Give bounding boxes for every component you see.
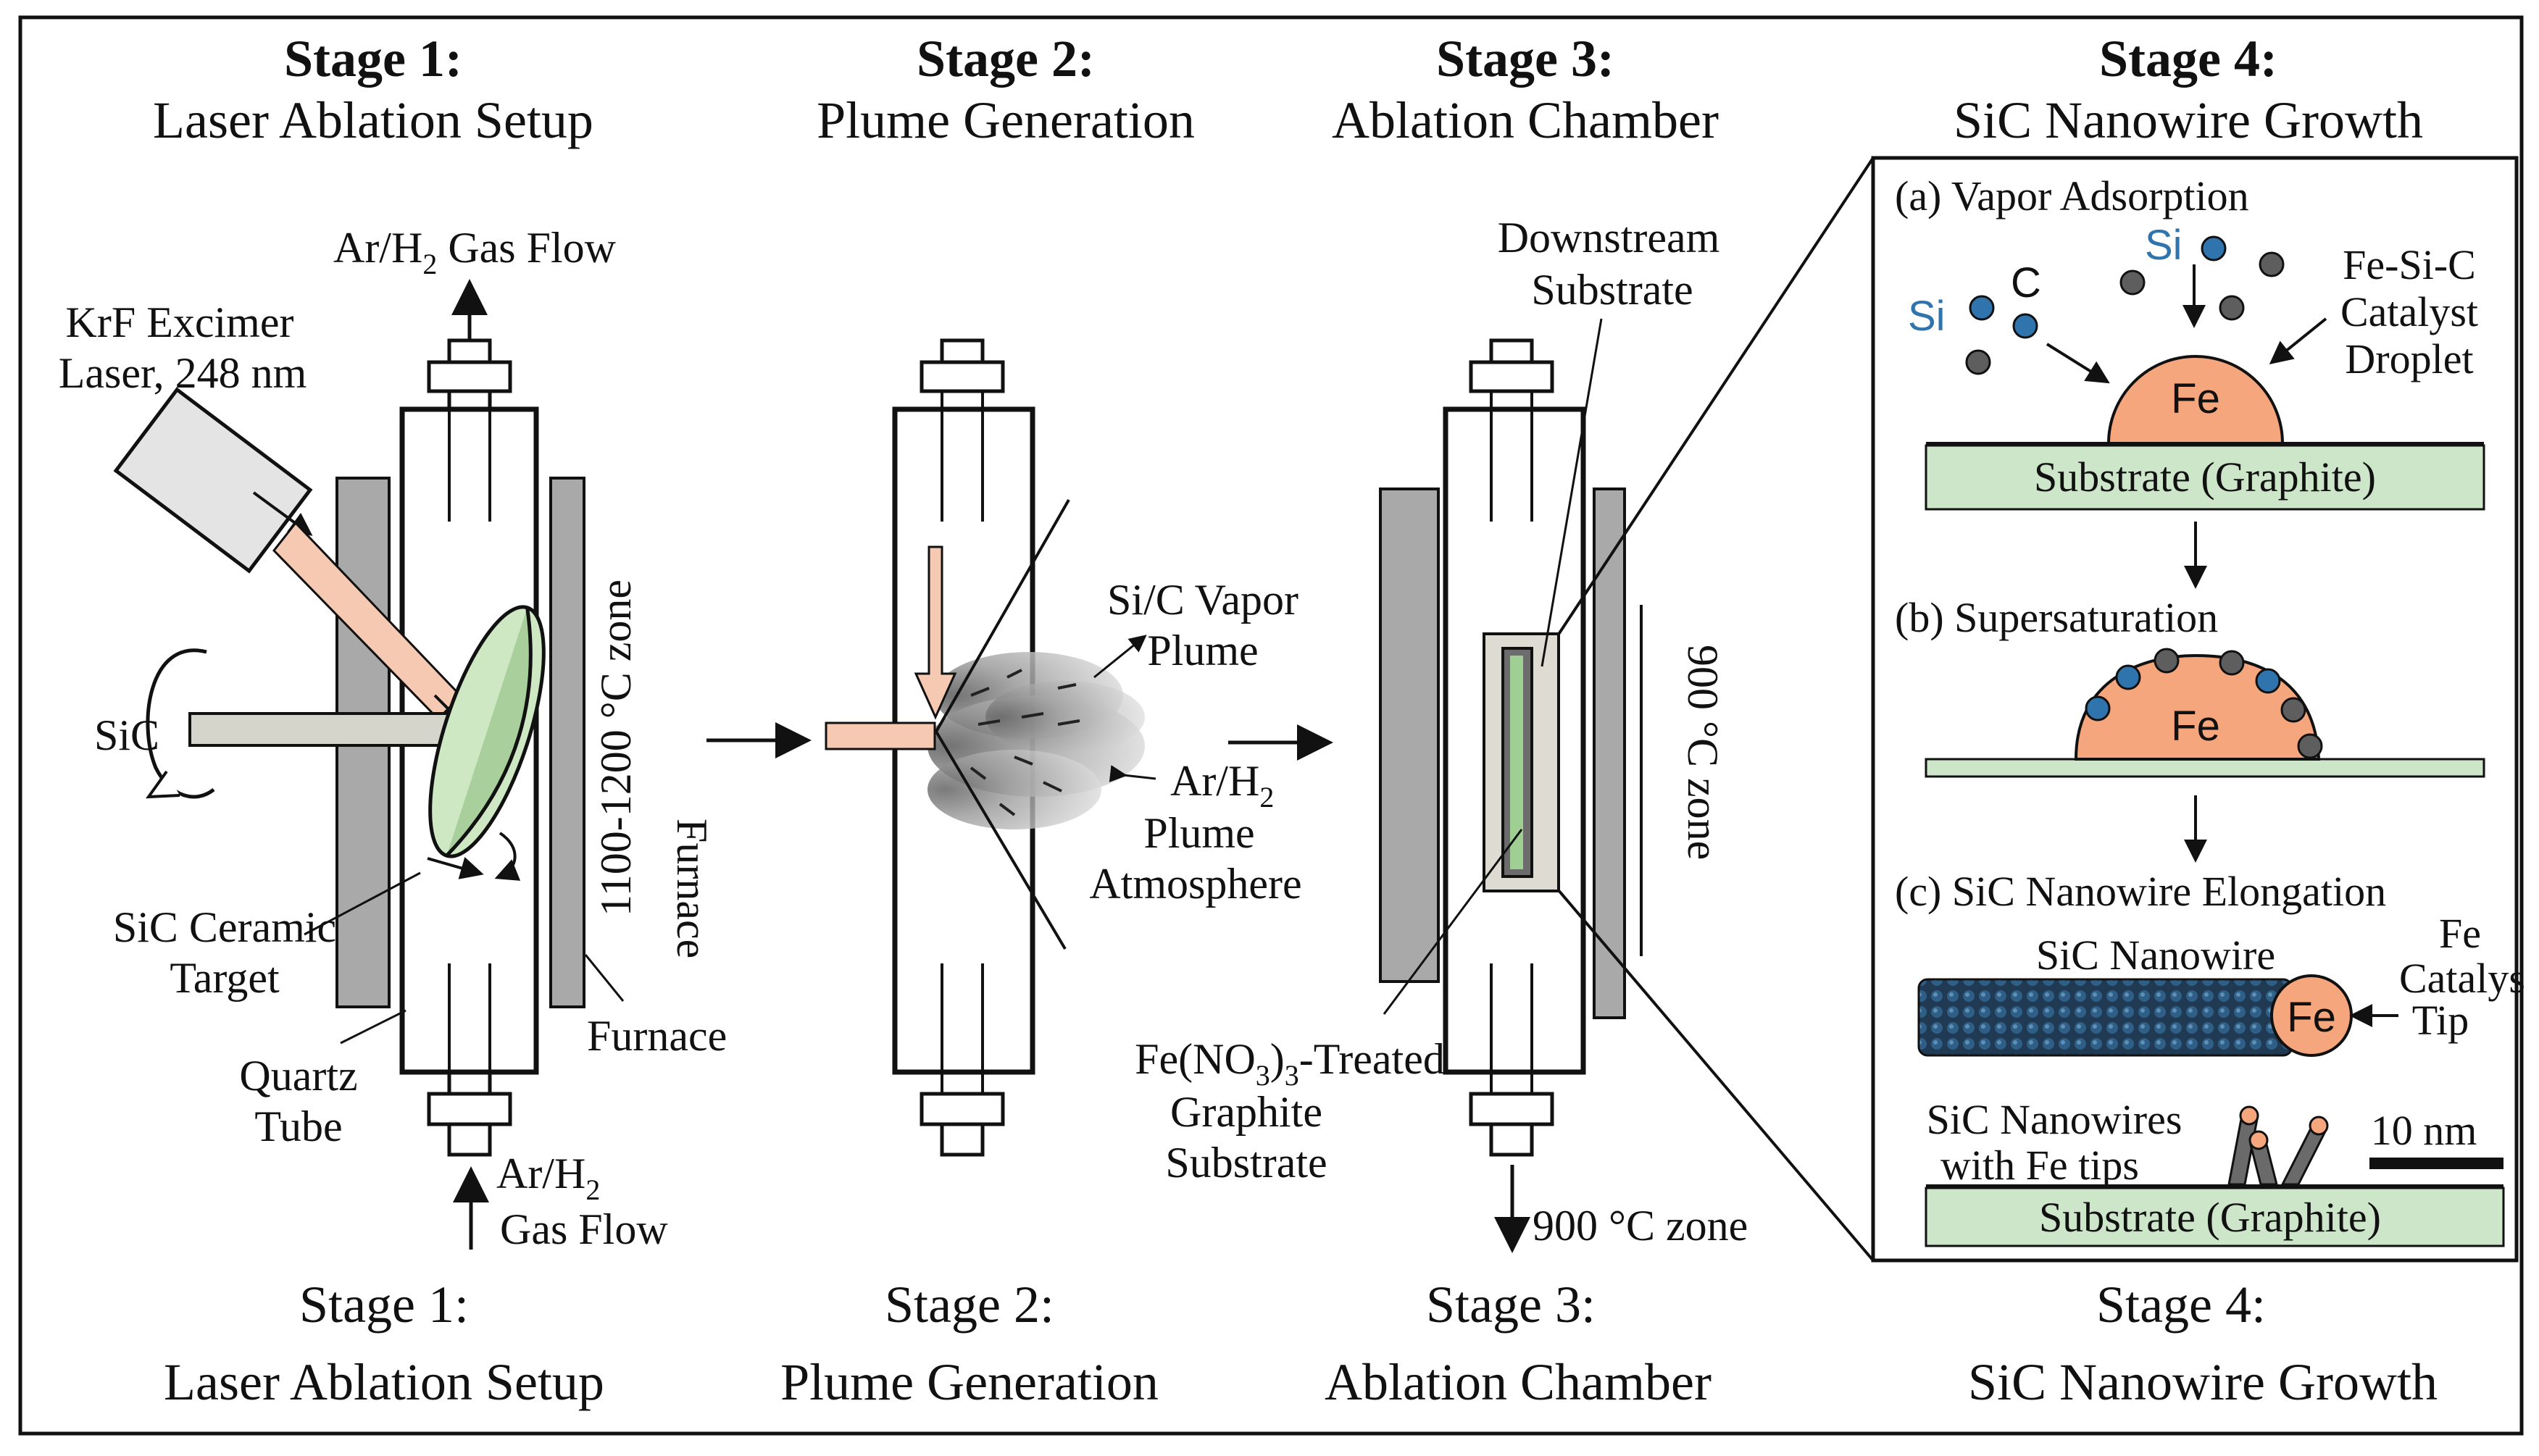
top-titles: Stage 1: Laser Ablation Setup Stage 2: P…: [153, 30, 2423, 149]
stage4-top-title: Stage 4:: [2099, 30, 2277, 88]
stage4-catalyst-label-line2: Catalyst: [2340, 288, 2478, 335]
stage4-a-substrate-label: Substrate (Graphite): [2034, 453, 2376, 501]
stage4-c-substrate: [1925, 1187, 2505, 1247]
stage4-b-title: (b) Supersaturation: [1895, 594, 2218, 641]
stage3-downstream-label-line1: Downstream: [1498, 214, 1720, 262]
zoom-line-top: [1556, 156, 1875, 637]
stage2-plume: Si/C Vapor Plume Ar/H2 Plume Atmosphere: [825, 338, 1302, 1157]
stage4-wires-label-line2: with Fe tips: [1940, 1142, 2139, 1189]
stage4-tip-label-line3: Tip: [2412, 997, 2469, 1044]
stage1-bottom-title: Stage 1:: [299, 1276, 469, 1334]
stage4-tip-label-line1: Fe: [2439, 910, 2481, 957]
stage1-zone-label: 1100-1200 °C zone: [592, 580, 640, 916]
stage4-growth-panel: (a) Vapor Adsorption Substrate (Graphite…: [1871, 156, 2525, 1263]
stage3-zone-label: 900 °C zone: [1679, 645, 1727, 860]
stage1-furnace-label: Furnace: [587, 1012, 727, 1060]
stage1-bottom-subtitle: Laser Ablation Setup: [164, 1353, 604, 1411]
stage2-bottom-subtitle: Plume Generation: [780, 1353, 1159, 1411]
stage3-bottom-subtitle: Ablation Chamber: [1325, 1353, 1712, 1411]
stage4-tip-label-line2: Catalys: [2399, 955, 2525, 1002]
stage2-bottom-title: Stage 2:: [885, 1276, 1054, 1334]
stage1-top-flange: [427, 360, 512, 393]
stage3-top-subtitle: Ablation Chamber: [1332, 91, 1719, 149]
stage4-nanowire-label: SiC Nanowire: [2036, 932, 2275, 979]
stage1-rotation-label: SiC: [94, 711, 159, 759]
stage4-catalyst-label-line3: Droplet: [2345, 335, 2473, 382]
stage1-target-label-line1: SiC Ceramic: [113, 903, 336, 951]
stage1-gas-out-label: Ar/H2 Gas Flow: [333, 224, 617, 280]
stage3-downstream-label-line2: Substrate: [1531, 266, 1693, 314]
stage1-tube-label-line1: Quartz: [239, 1052, 357, 1100]
stage4-c-title: (c) SiC Nanowire Elongation: [1895, 868, 2386, 915]
stage1-rotation-arrow: [146, 648, 215, 799]
stage2-vapor-label-line1: Si/C Vapor: [1107, 576, 1298, 624]
stage3-treated-label-line1: Fe(NO3)3-Treated: [1135, 1035, 1445, 1092]
stage3-bottom-title: Stage 3:: [1426, 1276, 1596, 1334]
stage4-wires-label-line1: SiC Nanowires: [1927, 1096, 2182, 1143]
stage1-target-leader: [304, 871, 421, 936]
stage3-treated-label-line3: Substrate: [1165, 1139, 1327, 1187]
stage1-top-subtitle: Laser Ablation Setup: [153, 91, 593, 149]
stage3-chamber: 900 °C zone Downstream Substrate Fe(NO3)…: [1135, 156, 1875, 1262]
stage2-vapor-plume: [927, 652, 1145, 829]
stage4-bottom-title: Stage 4:: [2096, 1276, 2266, 1334]
stage1-gas-in-label: Ar/H2: [496, 1150, 600, 1206]
stage1-laser-housing: [113, 387, 313, 574]
stage4-scale-bar: [2369, 1158, 2503, 1169]
stage4-nanowire-body: [1917, 978, 2293, 1057]
stage4-a-fe-label: Fe: [2171, 375, 2220, 422]
stage4-b-substrate: [1925, 758, 2485, 778]
stage1-target-label-line2: Target: [170, 954, 280, 1002]
stage2-top-subtitle: Plume Generation: [817, 91, 1195, 149]
stage3-bottom-zone-label: 900 °C zone: [1533, 1202, 1748, 1250]
outer-frame: [18, 15, 2524, 1436]
stage1-furnace-wall-right: [549, 477, 585, 1008]
stage2-top-title: Stage 2:: [917, 30, 1095, 88]
stage1-tube-label-line2: Tube: [254, 1103, 342, 1150]
stage1-furnace-vertical-label: Furnace: [668, 819, 716, 958]
stage3-treated-label-line2: Graphite: [1170, 1088, 1322, 1136]
stage4-zoom-box: [1871, 156, 2519, 1263]
stage4-c-fe-label: Fe: [2287, 994, 2336, 1041]
stage4-scale-label: 10 nm: [2371, 1107, 2477, 1154]
stage3-furnace-wall-right: [1593, 488, 1626, 1019]
stage4-a-fe-droplet: [2106, 355, 2285, 445]
stage1-gas-in-label-line2: Gas Flow: [500, 1205, 668, 1253]
stage4-bottom-subtitle: SiC Nanowire Growth: [1968, 1353, 2438, 1411]
stage4-si-label-1: Si: [1908, 293, 1946, 340]
stage1-laser-label-line1: KrF Excimer: [66, 298, 294, 346]
stage4-a-substrate: [1925, 444, 2485, 511]
stage1-setup: Ar/H2 Gas Flow KrF Excimer Laser, 248 nm…: [59, 224, 727, 1253]
stage1-top-title: Stage 1:: [284, 30, 462, 88]
stage2-vapor-label-line2: Plume: [1147, 627, 1258, 674]
stage1-target-rod: [188, 712, 467, 747]
stage2-atm-label-line2: Plume: [1143, 809, 1254, 857]
stage1-laser-label-line2: Laser, 248 nm: [59, 349, 307, 397]
stage4-c-label: C: [2011, 259, 2041, 306]
stage4-catalyst-label-line1: Fe-Si-C: [2343, 241, 2476, 288]
stage4-b-fe-label: Fe: [2171, 703, 2220, 750]
stage4-top-subtitle: SiC Nanowire Growth: [1954, 91, 2423, 149]
stage2-atm-label-line1: Ar/H2: [1170, 757, 1274, 813]
stage2-laser-arrow: [914, 545, 957, 720]
zoom-line-bottom: [1556, 888, 1875, 1262]
stage2-laser-beam: [825, 721, 936, 750]
stage4-c-substrate-label: Substrate (Graphite): [2039, 1194, 2381, 1241]
stage1-sic-target: [428, 605, 546, 858]
stage4-si-label-2: Si: [2145, 222, 2182, 269]
stage1-bottom-flange: [427, 1092, 512, 1126]
stage3-furnace-wall-left: [1379, 488, 1440, 983]
stage3-top-title: Stage 3:: [1436, 30, 1614, 88]
bottom-titles: Stage 1: Laser Ablation Setup Stage 2: P…: [164, 1276, 2438, 1411]
stage4-a-title: (a) Vapor Adsorption: [1895, 172, 2249, 219]
stage2-atm-label-line3: Atmosphere: [1089, 860, 1301, 908]
